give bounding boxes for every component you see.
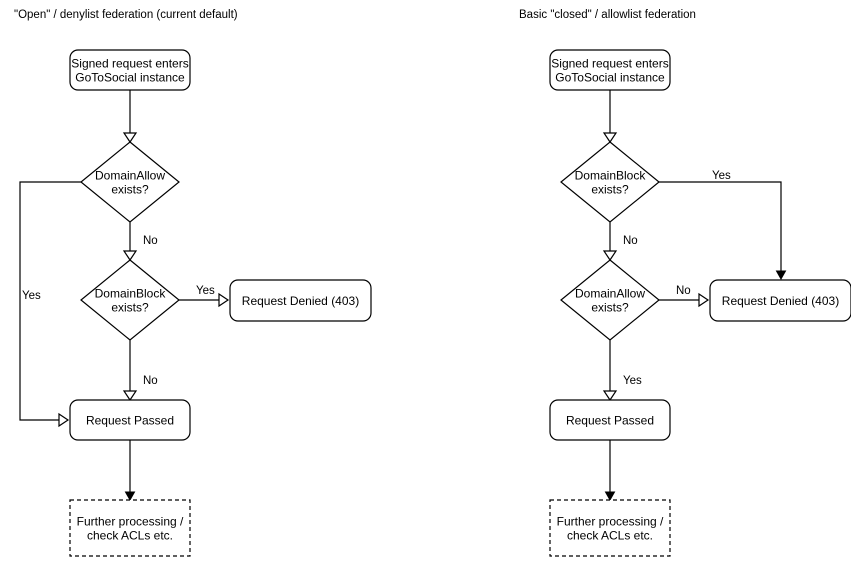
edge-label: No: [143, 375, 158, 387]
arrowhead-open-down: [602, 390, 618, 402]
diagram-open-denylist: "Open" / denylist federation (current de…: [14, 9, 372, 557]
edge-label: Yes: [196, 285, 215, 297]
edge-domain-allow-yes: Yes: [602, 340, 642, 402]
diamond-shape: [80, 259, 180, 341]
edge-domain-block-yes: Yes: [179, 285, 230, 308]
node-label-text: Further processing /check ACLs etc.: [557, 515, 664, 543]
arrowhead-open-down: [602, 250, 618, 262]
node-further-processing: Further processing /check ACLs etc.: [69, 499, 191, 557]
edge-domain-block-no: No: [602, 222, 638, 262]
rounded-rect-shape: [549, 49, 671, 91]
edge-domain-allow-no: No: [659, 285, 710, 308]
edge-passed-to-further: [604, 440, 616, 502]
diagram-title: "Open" / denylist federation (current de…: [14, 9, 238, 21]
edge-domain-block-yes: Yes: [659, 170, 787, 281]
arrowhead-solid-down: [775, 270, 787, 281]
node-request-passed: Request Passed: [549, 399, 671, 441]
dashed-rect-shape: [69, 499, 191, 557]
edge-entry-to-domain-block: [602, 90, 618, 144]
arrowhead-solid-down: [604, 491, 616, 502]
edge-domain-allow-no: No: [122, 222, 158, 262]
rounded-rect-shape: [229, 279, 372, 322]
edge-passed-to-further: [124, 440, 136, 502]
node-label-text: Request Denied (403): [722, 294, 839, 308]
rounded-rect-shape: [709, 279, 851, 322]
edge-path: [659, 181, 782, 272]
edge-label: No: [143, 235, 158, 247]
arrowhead-open-down: [122, 132, 138, 144]
node-label-text: Request Passed: [86, 414, 174, 428]
node-request-passed: Request Passed: [69, 399, 191, 441]
rounded-rect-shape: [549, 399, 671, 441]
arrowhead-open-right: [58, 412, 70, 428]
arrowhead-open-down: [122, 250, 138, 262]
arrowhead-solid-down: [124, 491, 136, 502]
arrowhead-open-down: [122, 390, 138, 402]
node-request-denied: Request Denied (403): [229, 279, 372, 322]
node-request-denied: Request Denied (403): [709, 279, 851, 322]
edge-label: Yes: [712, 170, 731, 182]
edge-domain-allow-yes: Yes: [19, 181, 81, 428]
rounded-rect-shape: [69, 49, 191, 91]
dashed-rect-shape: [549, 499, 671, 557]
diamond-shape: [560, 259, 660, 341]
node-label-text: Request Passed: [566, 414, 654, 428]
arrowhead-open-right: [218, 292, 230, 308]
diagram-closed-allowlist: Basic "closed" / allowlist federationYes…: [519, 9, 851, 557]
node-label-text: Further processing /check ACLs etc.: [77, 515, 184, 543]
edge-entry-to-domain-allow: [122, 90, 138, 144]
diamond-shape: [80, 141, 180, 223]
diagram-title: Basic "closed" / allowlist federation: [519, 9, 696, 21]
node-label-text: Request Denied (403): [242, 294, 359, 308]
arrowhead-open-right: [698, 292, 710, 308]
edge-domain-block-no: No: [122, 340, 158, 402]
edge-path: [19, 181, 81, 421]
node-further-processing: Further processing /check ACLs etc.: [549, 499, 671, 557]
arrowhead-open-down: [602, 132, 618, 144]
diamond-shape: [560, 141, 660, 223]
edge-label: Yes: [623, 375, 642, 387]
edge-label: No: [676, 285, 691, 297]
edge-label: Yes: [22, 290, 41, 302]
edge-label: No: [623, 235, 638, 247]
rounded-rect-shape: [69, 399, 191, 441]
